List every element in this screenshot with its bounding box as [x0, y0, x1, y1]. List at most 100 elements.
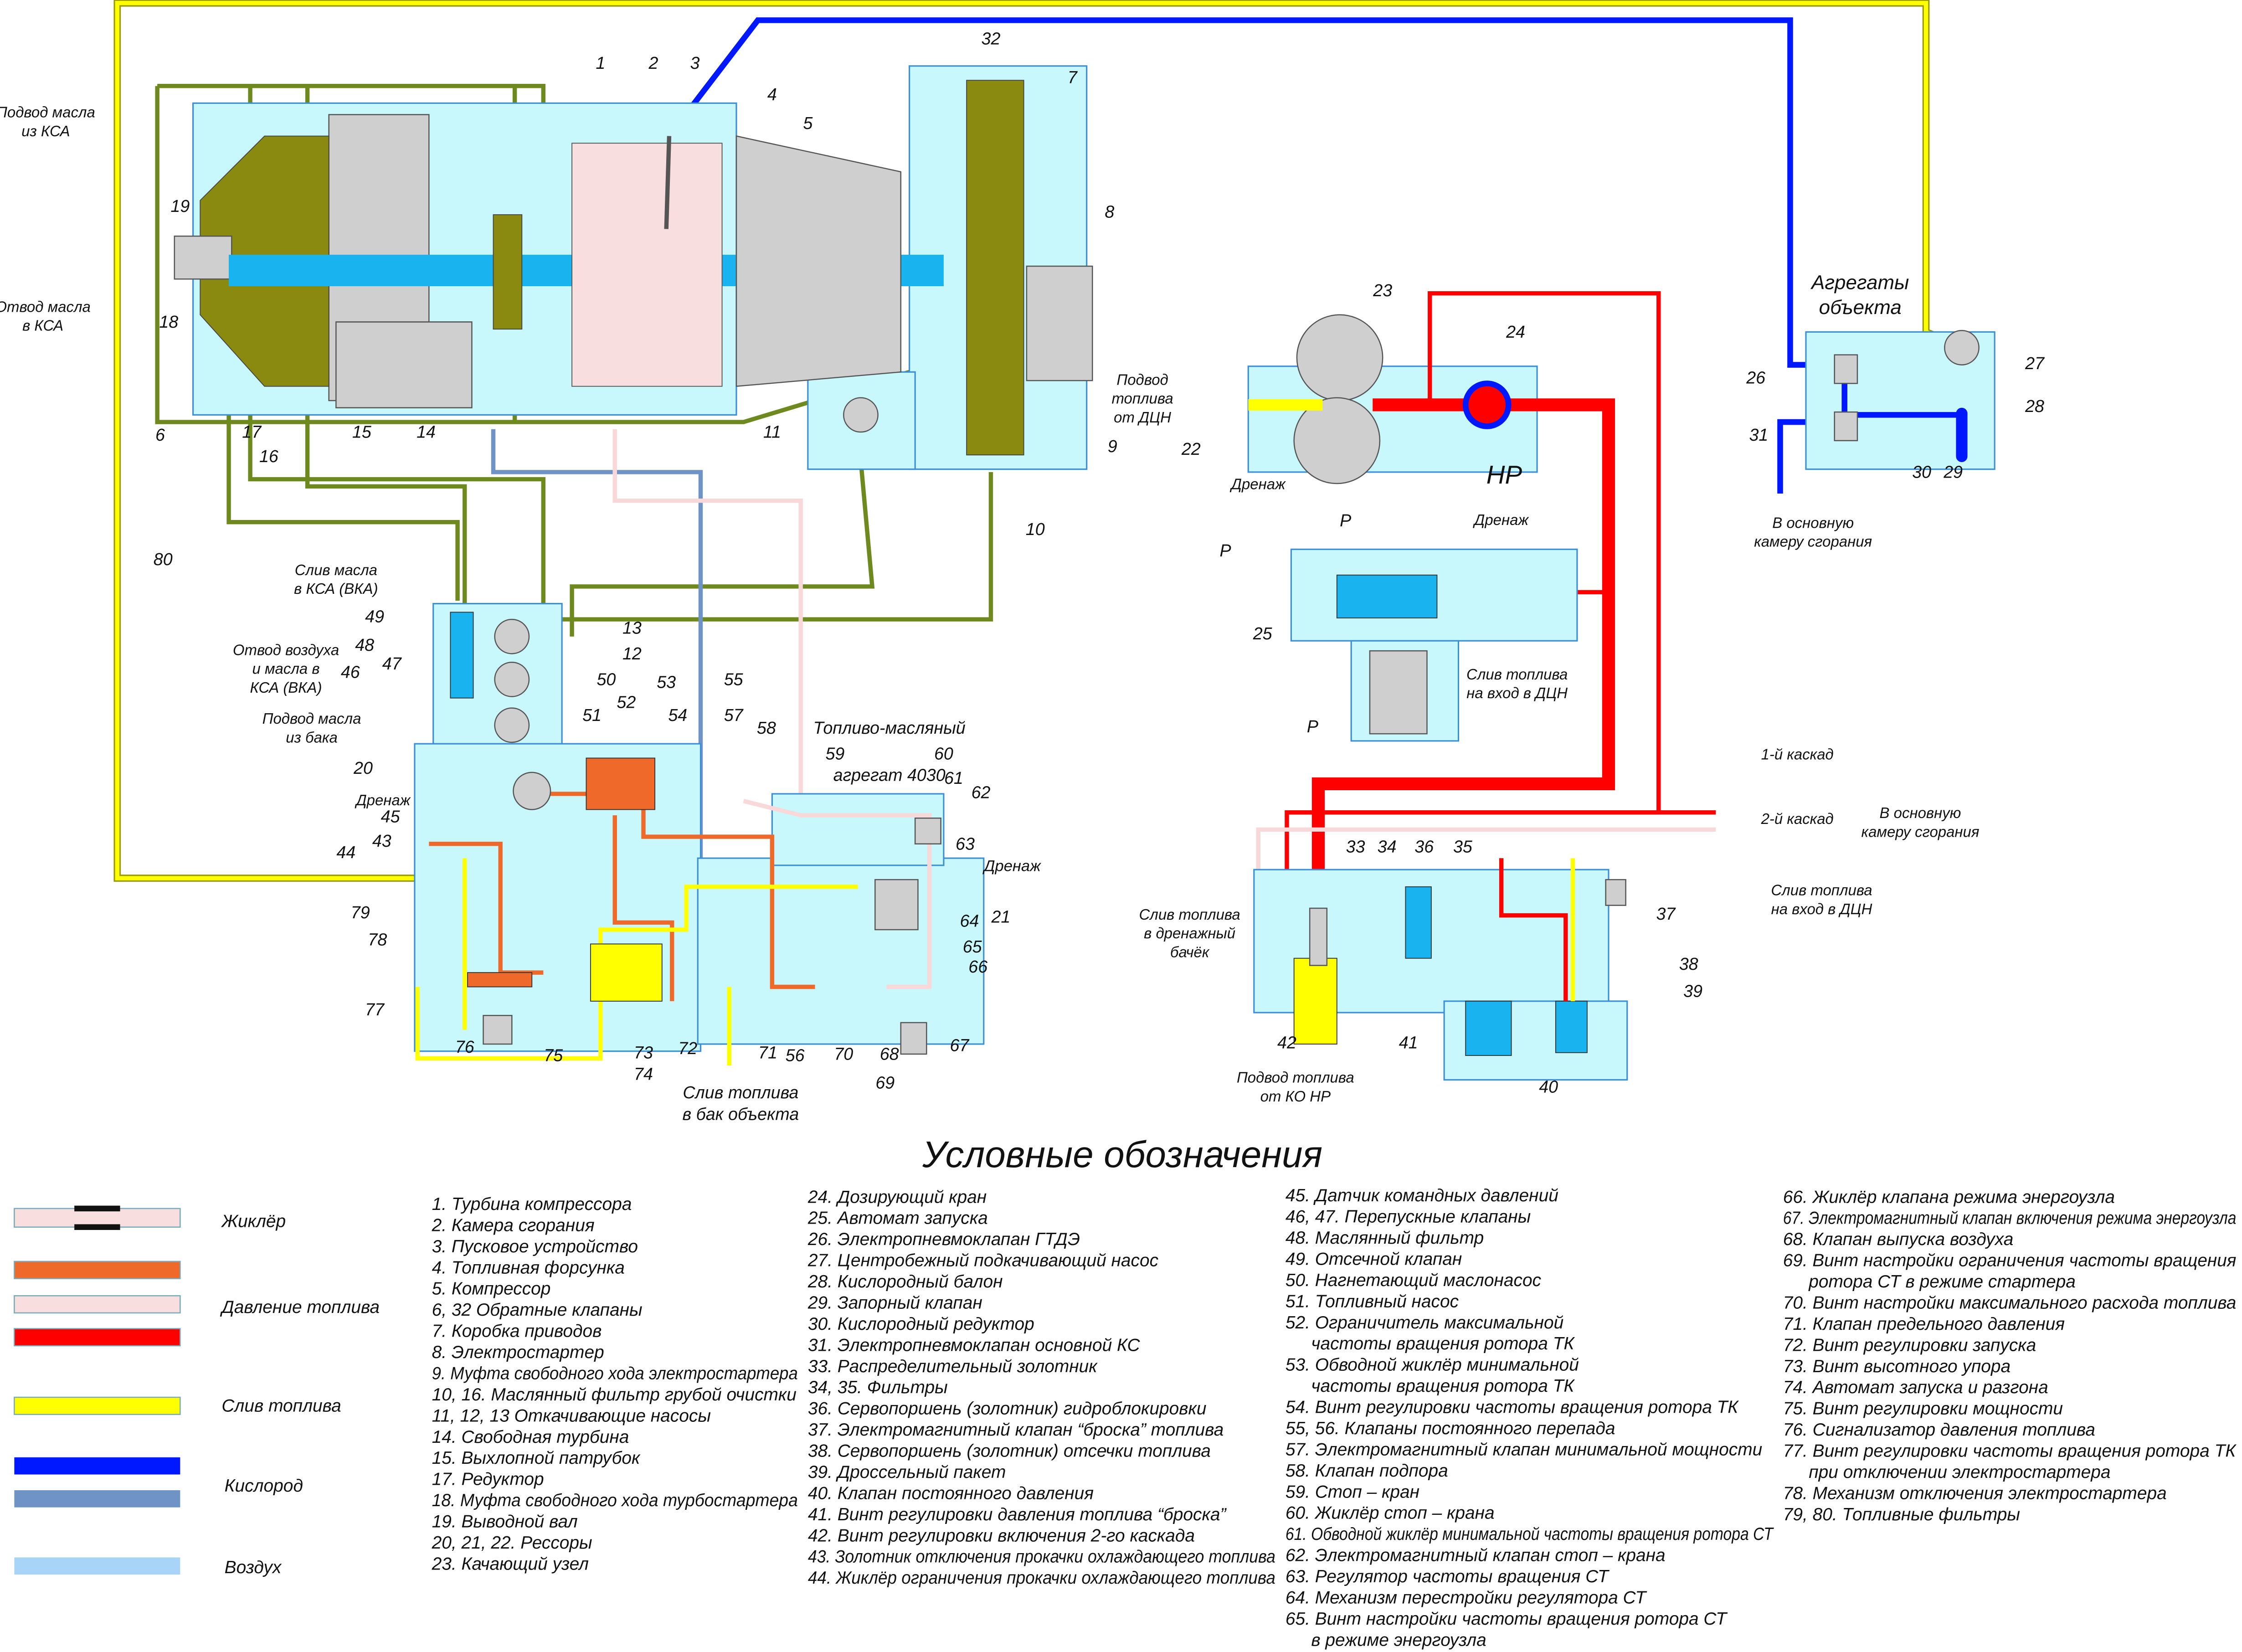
annotation-nr: НР [1486, 460, 1522, 489]
part-callout-48: 48 [355, 635, 374, 654]
fuel-pump [513, 772, 551, 810]
annotation-fuel-oil-unit: агрегат 4030 [833, 766, 946, 785]
part-callout-51: 51 [582, 705, 602, 725]
legend-item: 51. Топливный насос [1286, 1292, 1459, 1311]
legend-item: 24. Дозирующий кран [807, 1187, 987, 1207]
legend-item: 58. Клапан подпора [1286, 1461, 1448, 1481]
annotation-oil-drain-vka: Слив масла [295, 561, 377, 578]
annotation-fuel-to-tank: в бак объекта [683, 1104, 799, 1123]
electropneumatic-valve-31 [1834, 411, 1858, 442]
legend-item: 59. Стоп – кран [1286, 1482, 1419, 1502]
annotation-p2: Р [1220, 541, 1231, 560]
part-callout-39: 39 [1683, 981, 1702, 1000]
legend-item: 15. Выхлопной патрубок [432, 1448, 641, 1468]
legend-swatch-fuel-pressure-red [14, 1328, 181, 1347]
legend-item: 52. Ограничитель максимальной [1286, 1313, 1563, 1333]
legend-item: 49. Отсечной клапан [1286, 1249, 1462, 1269]
oil-pressure-pump [494, 707, 530, 743]
part-callout-77: 77 [365, 1000, 385, 1019]
legend-key-air: Воздух [225, 1558, 282, 1577]
fuel-drain-line-1 [415, 885, 858, 1061]
part-callout-72: 72 [678, 1039, 697, 1058]
annotation-stage1: 1-й каскад [1761, 746, 1834, 763]
annotation-oil-from-tank: из бака [286, 729, 338, 746]
part-callout-16: 16 [259, 447, 278, 466]
oil-line-6 [570, 429, 875, 637]
legend-item: 65. Винт настройки частоты вращения рото… [1286, 1609, 1728, 1629]
legend-item: 62. Электромагнитный клапан стоп – крана [1286, 1546, 1666, 1565]
part-callout-78: 78 [368, 930, 387, 949]
legend-item: 40. Клапан постоянного давления [808, 1483, 1094, 1503]
annotation-fuel-from-ko: от КО НР [1260, 1088, 1331, 1105]
distributor-spool [1309, 907, 1328, 966]
annotation-to-main-cc-2: камеру сгорания [1861, 823, 1980, 840]
gearbox-shaft [966, 80, 1024, 456]
legend-item: ротора СТ в режиме стартера [1808, 1272, 2076, 1292]
legend-swatch-fuel-pressure-orange [14, 1261, 181, 1279]
legend-item: при отключении электростартера [1809, 1462, 2110, 1482]
legend-item: 78. Механизм отключения электростартера [1783, 1483, 2167, 1503]
jet-bar-top [74, 1205, 120, 1212]
annotation-object-units: Агрегаты [1810, 271, 1909, 293]
oil-line-4 [226, 415, 460, 601]
electric-starter [1026, 265, 1093, 381]
compressor [735, 135, 902, 387]
part-callout-66: 66 [968, 957, 987, 976]
annotation-drain-left: Дренаж [354, 792, 411, 808]
part-callout-34: 34 [1378, 837, 1397, 856]
metering-valve [1462, 381, 1512, 429]
scavenge-pump-11 [843, 397, 879, 433]
part-callout-40: 40 [1539, 1077, 1558, 1096]
legend-item: 23. Качающий узел [432, 1554, 589, 1574]
legend-item: 68. Клапан выпуска воздуха [1783, 1230, 2014, 1249]
exhaust-duct [335, 321, 473, 408]
part-callout-64: 64 [960, 911, 979, 931]
part-callout-76: 76 [455, 1037, 474, 1056]
part-callout-13: 13 [622, 618, 642, 637]
oil-line-7 [543, 472, 993, 622]
part-callout-37: 37 [1656, 904, 1676, 923]
annotation-fuel-to-dcn-1: Слив топлива [1466, 666, 1568, 683]
legend-item: 60. Жиклёр стоп – крана [1286, 1503, 1495, 1523]
annotation-to-main-cc-1: В основную [1772, 514, 1854, 531]
legend-item: 33. Распределительный золотник [808, 1357, 1098, 1376]
solenoid-valve-62 [914, 817, 941, 844]
part-callout-45: 45 [381, 807, 401, 826]
part-callout-75: 75 [544, 1046, 563, 1065]
annotation-oil-out-ksa: в КСА [22, 317, 63, 334]
part-callout-35: 35 [1453, 837, 1473, 856]
legend-item: 26. Электропневмоклапан ГТДЭ [807, 1230, 1080, 1249]
part-callout-30: 30 [1912, 462, 1931, 481]
part-callout-44: 44 [336, 843, 355, 862]
annotation-fuel-to-dcn-2: на вход в ДЦН [1771, 901, 1872, 917]
part-callout-54: 54 [668, 705, 687, 725]
legend-title: Условные обозначения [922, 1134, 1322, 1175]
part-callout-10: 10 [1026, 520, 1045, 539]
annotation-fuel-from-dcn: Подвод [1116, 371, 1168, 388]
legend-item: 57. Электромагнитный клапан минимальной … [1286, 1440, 1762, 1459]
part-callout-50: 50 [596, 669, 616, 689]
legend-item: 64. Механизм перестройки регулятора СТ [1286, 1588, 1648, 1607]
annotation-fuel-to-dcn-1: на вход в ДЦН [1466, 684, 1568, 701]
legend-item: 31. Электропневмоклапан основной КС [808, 1335, 1141, 1355]
legend-item: 69. Винт настройки ограничения частоты в… [1783, 1251, 2237, 1271]
legend-item: 8. Электростартер [432, 1343, 604, 1362]
legend-item: 70. Винт настройки максимального расхода… [1783, 1293, 2237, 1312]
fuel-pressure-line-3 [612, 815, 674, 1001]
part-callout-60: 60 [934, 744, 953, 763]
part-callout-41: 41 [1399, 1033, 1418, 1052]
fuel-oil-unit-block [414, 743, 702, 1052]
legend-key-fuel-pressure: Давление топлива [220, 1297, 380, 1317]
annotation-fuel-oil-unit: Топливо-масляный [813, 718, 966, 737]
legend-swatch-air [14, 1557, 180, 1575]
part-callout-2: 2 [648, 53, 658, 72]
legend-item: 53. Обводной жиклёр минимальной [1286, 1355, 1579, 1375]
legend-item: 6, 32 Обратные клапаны [432, 1300, 643, 1320]
legend-swatch-fuel-pressure-pink [14, 1295, 181, 1314]
legend-key-fuel-drain: Слив топлива [221, 1396, 341, 1415]
legend-item: 34, 35. Фильтры [808, 1378, 948, 1397]
turbine-disk [493, 214, 523, 330]
